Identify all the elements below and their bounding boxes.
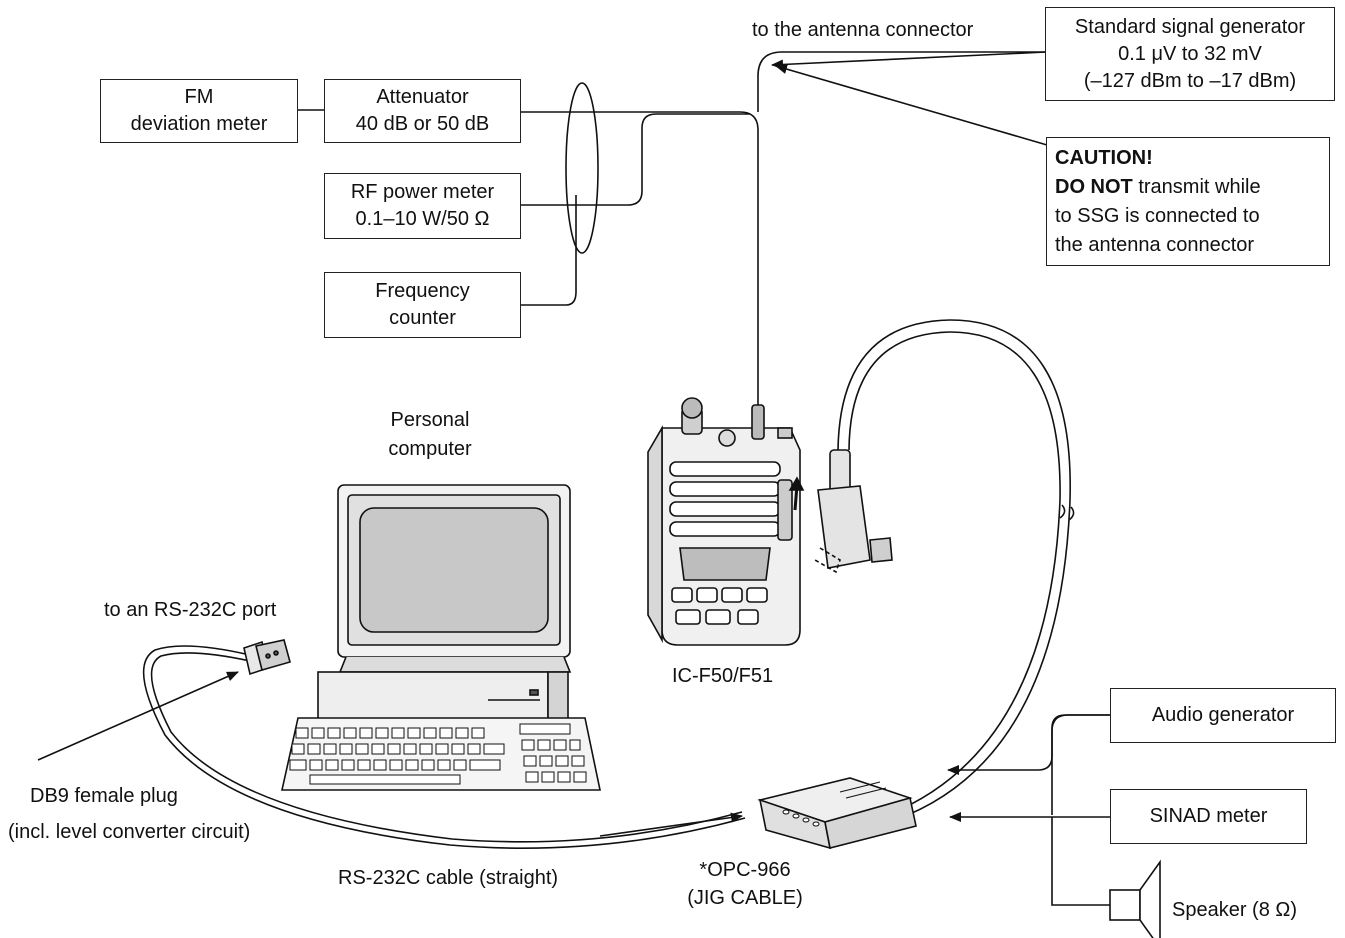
freq-counter-line <box>520 195 577 306</box>
radio-icon <box>647 397 805 646</box>
caution-line-1: transmit while <box>1132 176 1261 198</box>
radio-model-label: IC-F50/F51 <box>672 665 774 687</box>
fm-meter-line-1: FM <box>184 86 214 108</box>
cable-break-mark <box>1059 504 1075 521</box>
ssg-arrow <box>771 51 1047 70</box>
jig-cable-outer <box>837 319 1071 821</box>
caution-line-2: to SSG is connected to <box>1055 205 1260 227</box>
frequency-counter-box: Frequency counter <box>324 272 521 338</box>
audio-generator-box: Audio generator <box>1110 688 1336 743</box>
side-connector-icon <box>814 449 893 574</box>
to-antenna-label: to the antenna connector <box>752 19 974 41</box>
db9-pointer <box>37 671 239 761</box>
personal-computer-label-2: computer <box>388 438 472 460</box>
freq-counter-line-2: counter <box>389 307 456 329</box>
opc966-label-2: (JIG CABLE) <box>687 887 803 909</box>
sinad-meter-box: SINAD meter <box>1110 789 1307 844</box>
speaker-label: Speaker (8 Ω) <box>1172 899 1297 921</box>
ssg-line-1: Standard signal generator <box>1074 15 1306 38</box>
audio-generator-label: Audio generator <box>1151 704 1295 726</box>
rs232-cable-inner <box>150 652 743 843</box>
opc966-connector-icon <box>757 777 917 850</box>
audio-gen-line <box>947 714 1110 775</box>
rf-power-meter-box: RF power meter 0.1–10 W/50 Ω <box>324 173 521 239</box>
jig-cable-inner <box>848 331 1061 817</box>
caution-title: CAUTION! <box>1055 147 1153 169</box>
attenuator-box: Attenuator 40 dB or 50 dB <box>324 79 521 143</box>
caution-pointer <box>775 64 1048 146</box>
opc966-pointer <box>599 812 743 837</box>
attenuator-line-2: 40 dB or 50 dB <box>355 113 490 135</box>
rf-meter-line-2: 0.1–10 W/50 Ω <box>355 208 490 230</box>
caution-do-not: DO NOT <box>1055 176 1133 198</box>
ssg-line-2: 0.1 μV to 32 mV <box>1118 42 1262 65</box>
rf-meter-line <box>520 113 750 206</box>
speaker-line <box>1051 817 1110 906</box>
ssg-line-3: (–127 dBm to –17 dBm) <box>1083 69 1297 92</box>
computer-icon <box>281 484 601 791</box>
freq-counter-line-1: Frequency <box>375 280 470 302</box>
fm-meter-line-2: deviation meter <box>130 113 268 135</box>
level-converter-label: (incl. level converter circuit) <box>8 821 251 843</box>
caution-box: CAUTION! DO NOT transmit while to SSG is… <box>1046 137 1330 266</box>
cable-bundle-ellipse <box>565 82 599 254</box>
fm-deviation-meter-box: FM deviation meter <box>100 79 298 143</box>
rs232-cable-outer <box>142 645 746 849</box>
to-rs232-port-label: to an RS-232C port <box>104 599 277 621</box>
speaker-icon <box>1109 859 1161 938</box>
opc966-label-1: *OPC-966 <box>699 859 791 881</box>
antenna-feed-line <box>520 111 763 419</box>
standard-signal-generator-box: Standard signal generator 0.1 μV to 32 m… <box>1045 7 1335 101</box>
ssg-line <box>757 51 1045 112</box>
sinad-meter-label: SINAD meter <box>1149 805 1268 827</box>
personal-computer-label-1: Personal <box>390 409 470 431</box>
attenuator-line-1: Attenuator <box>376 86 469 108</box>
rf-meter-line-1: RF power meter <box>350 181 495 203</box>
db9-plug-icon <box>243 639 291 676</box>
caution-line-3: the antenna connector <box>1055 234 1255 256</box>
db9-plug-label: DB9 female plug <box>30 785 178 807</box>
rs232-cable-label: RS-232C cable (straight) <box>338 867 559 889</box>
audio-gen-line-a <box>1051 714 1110 815</box>
